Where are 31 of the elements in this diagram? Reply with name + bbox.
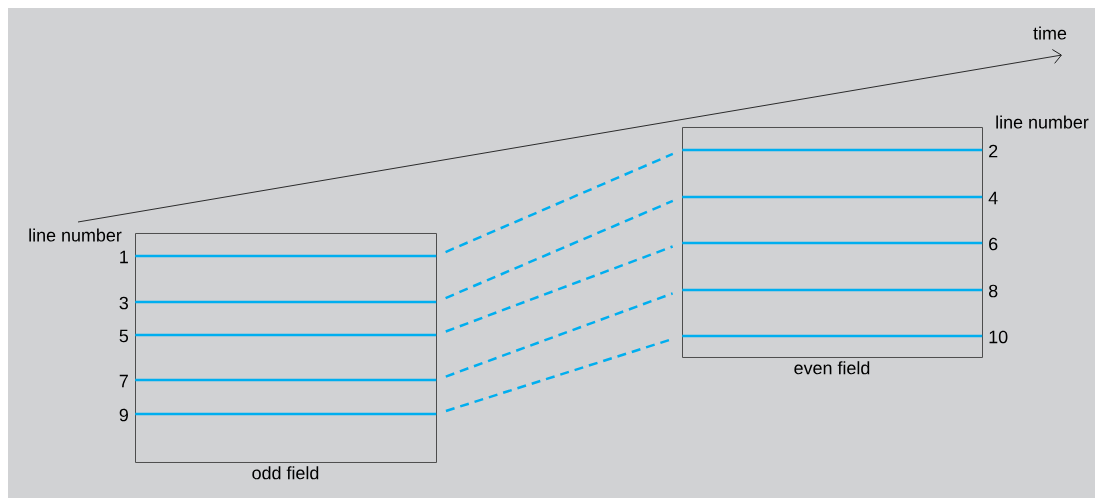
- axis-label: line number: [29, 228, 122, 242]
- scan-line: [135, 300, 437, 304]
- node-label: odd field: [252, 466, 319, 480]
- line-number: 6: [989, 237, 998, 251]
- line-number: 4: [988, 191, 998, 205]
- field-box: odd field: [135, 233, 437, 480]
- scan-line: [135, 378, 437, 382]
- scan-line: [682, 241, 983, 245]
- line-number: 2: [989, 144, 998, 158]
- scan-line: [135, 254, 437, 258]
- line-number: 8: [989, 284, 998, 298]
- field-box: even field: [682, 127, 983, 375]
- scan-line: [682, 148, 983, 152]
- scan-line: [135, 412, 437, 416]
- line-number: 10: [989, 330, 1008, 344]
- dashed-connector: [445, 199, 674, 300]
- dashed-connector: [445, 245, 674, 333]
- time-label: time: [1033, 26, 1067, 40]
- line-number: 1: [120, 250, 128, 264]
- line-number: 7: [119, 374, 128, 388]
- dashed-connector: [445, 292, 674, 378]
- scan-line: [682, 195, 983, 199]
- line-number: 9: [119, 408, 128, 422]
- dashed-connector: [445, 152, 674, 254]
- node-label: even field: [794, 361, 870, 375]
- line-number: 3: [119, 296, 128, 310]
- line-number: 5: [119, 329, 129, 343]
- scan-line: [682, 288, 983, 292]
- scan-line: [135, 333, 437, 337]
- axis-label: line number: [996, 115, 1089, 129]
- scan-line: [682, 334, 983, 338]
